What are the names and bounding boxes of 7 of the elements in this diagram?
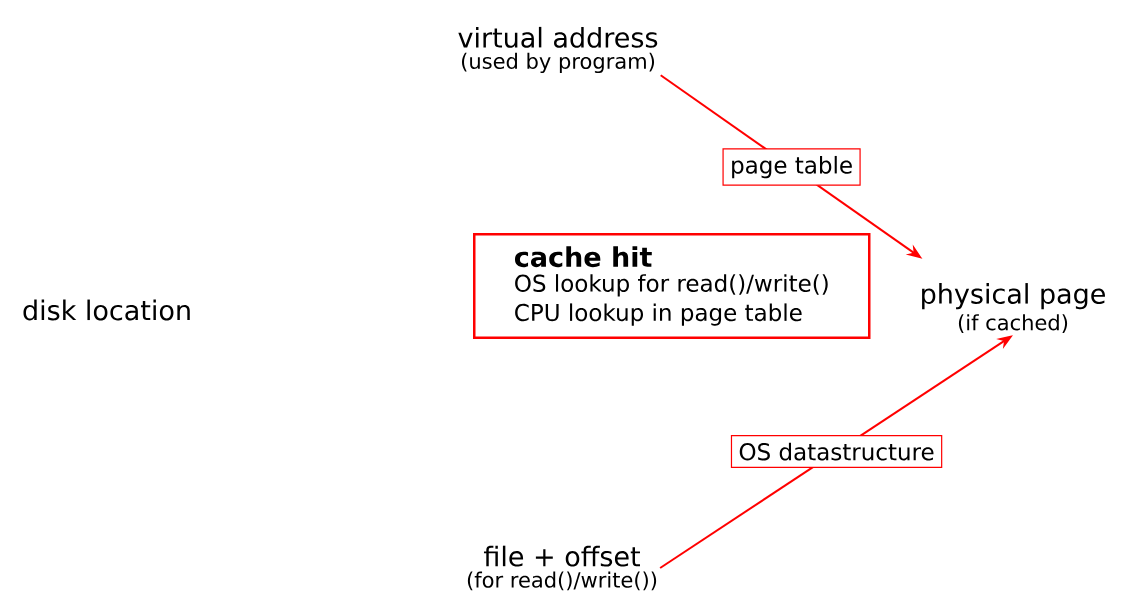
label: disk location [23,299,190,321]
terminal-label: virtual address (used by program) [458,26,658,74]
terminal-label: physical page (if cached) [922,283,1105,333]
highlight-box: cache hit OS lookup for read()/write() CPU lookup in page table [473,233,871,339]
terminal-label: file + offset (for read()/write()) [467,545,657,591]
edge-label: page table [722,148,861,186]
edge-label: OS datastructure [730,435,943,469]
